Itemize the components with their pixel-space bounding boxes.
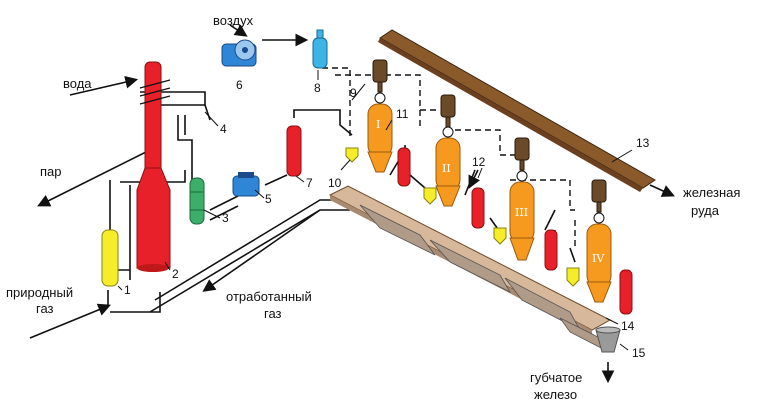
label-natural-gas-1: природный [6, 285, 73, 300]
reactor-platform [328, 185, 612, 351]
number-4: 4 [220, 122, 227, 136]
reactor-label-1: I [376, 118, 380, 131]
reformer-furnace [136, 61, 171, 272]
label-exhaust-gas-1: отработанный [226, 289, 312, 304]
number-13: 13 [636, 136, 650, 150]
number-3: 3 [222, 211, 229, 225]
label-iron-ore-1: железная [683, 185, 740, 200]
reactor-3: III [509, 170, 535, 261]
label-sponge-iron-2: железо [534, 387, 577, 402]
number-9: 9 [350, 86, 357, 100]
number-7: 7 [306, 176, 313, 190]
number-5: 5 [265, 192, 272, 206]
hopper-3 [514, 137, 530, 171]
piping [29, 24, 675, 384]
item-numbers: 1 2 3 4 5 6 7 8 9 10 11 12 13 14 15 [124, 78, 650, 360]
number-11: 11 [396, 107, 409, 121]
reactor-label-2: II [442, 162, 451, 175]
number-12: 12 [472, 155, 486, 169]
reactor-1: I [367, 92, 393, 173]
reactor-label-4: IV [592, 252, 605, 265]
label-natural-gas-2: газ [36, 301, 54, 316]
air-fan [221, 39, 257, 67]
number-1: 1 [124, 283, 131, 297]
number-15: 15 [632, 346, 646, 360]
natural-gas-vessel [101, 229, 119, 287]
text-labels: воздух вода пар природный газ отработанн… [6, 13, 740, 402]
label-sponge-iron-1: губчатое [530, 370, 582, 385]
reactor-2: II [435, 126, 461, 207]
hopper-2 [440, 94, 456, 128]
gas-blower [232, 172, 260, 197]
number-6: 6 [236, 78, 243, 92]
product-hopper [595, 326, 621, 353]
ore-hoppers [372, 59, 607, 213]
label-iron-ore-2: руда [691, 203, 720, 218]
label-steam: пар [40, 164, 62, 179]
air-heater [312, 29, 328, 69]
reactor-heaters [397, 147, 633, 315]
gas-heater [286, 125, 302, 177]
ore-conveyor [378, 29, 656, 192]
number-14: 14 [621, 319, 635, 333]
reactor-4: IV [586, 212, 612, 303]
leader-lines [117, 70, 633, 351]
heat-exchanger [189, 177, 205, 225]
hopper-1 [372, 59, 388, 93]
number-10: 10 [328, 176, 342, 190]
hopper-4 [591, 179, 607, 213]
number-2: 2 [172, 267, 179, 281]
label-exhaust-gas-2: газ [264, 306, 282, 321]
label-air: воздух [213, 13, 254, 28]
number-8: 8 [314, 81, 321, 95]
yellow-vessels [345, 147, 580, 287]
label-water: вода [63, 76, 92, 91]
reactor-label-3: III [515, 206, 528, 219]
